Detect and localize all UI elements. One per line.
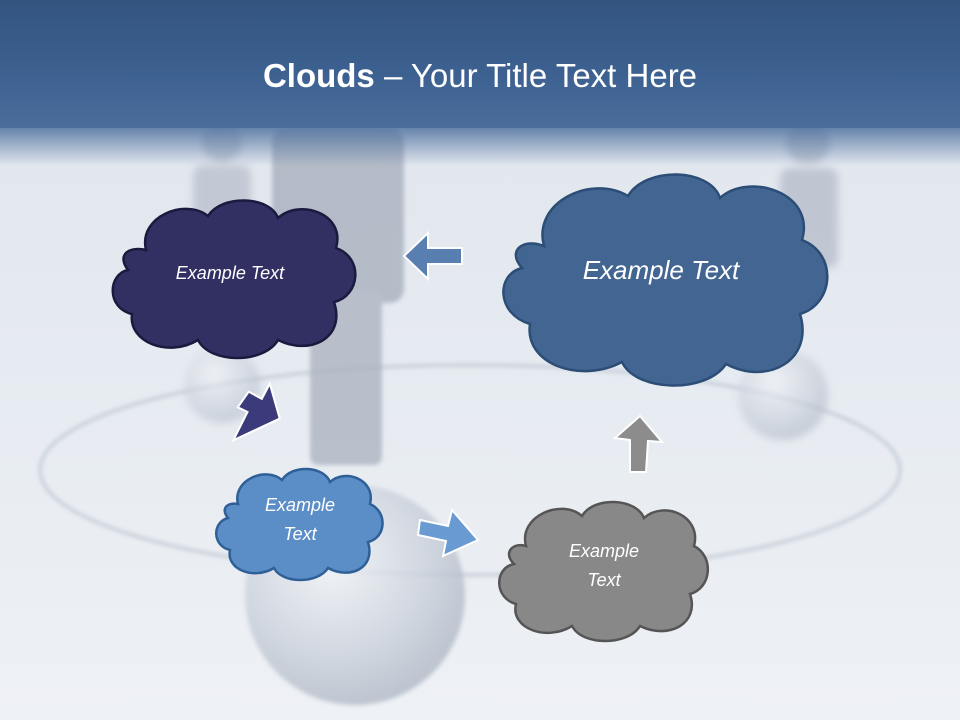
cloud-bottom-right-text: Example Text (568, 541, 640, 590)
cloud-bottom-left-text: Example Text (264, 495, 336, 544)
arrow-right[interactable] (416, 507, 480, 558)
title-bar (0, 0, 960, 128)
cloud-bottom-left[interactable]: Example Text (215, 464, 384, 582)
slide-title-rest: Your Title Text Here (410, 57, 698, 94)
cloud-top-left-text: Example Text (175, 262, 285, 283)
title-bar-fade (0, 126, 960, 166)
arrow-left[interactable] (402, 230, 463, 282)
slide-title-separator: – (374, 57, 411, 94)
slide-title[interactable]: Clouds – Your Title Text Here (0, 52, 960, 100)
cloud-shape (111, 199, 357, 360)
cloud-shape (502, 173, 829, 387)
cloud-shape (498, 500, 710, 643)
cloud-top-right-text: Example Text (582, 254, 740, 285)
cloud-top-right[interactable]: Example Text (500, 164, 832, 387)
cloud-top-left[interactable]: Example Text (110, 192, 360, 362)
slide-title-bold: Clouds (262, 57, 375, 94)
cloud-bottom-right[interactable]: Example Text (498, 496, 710, 643)
arrow-up[interactable] (612, 414, 665, 473)
arrow-down[interactable] (226, 380, 282, 443)
cloud-shape (215, 467, 384, 582)
